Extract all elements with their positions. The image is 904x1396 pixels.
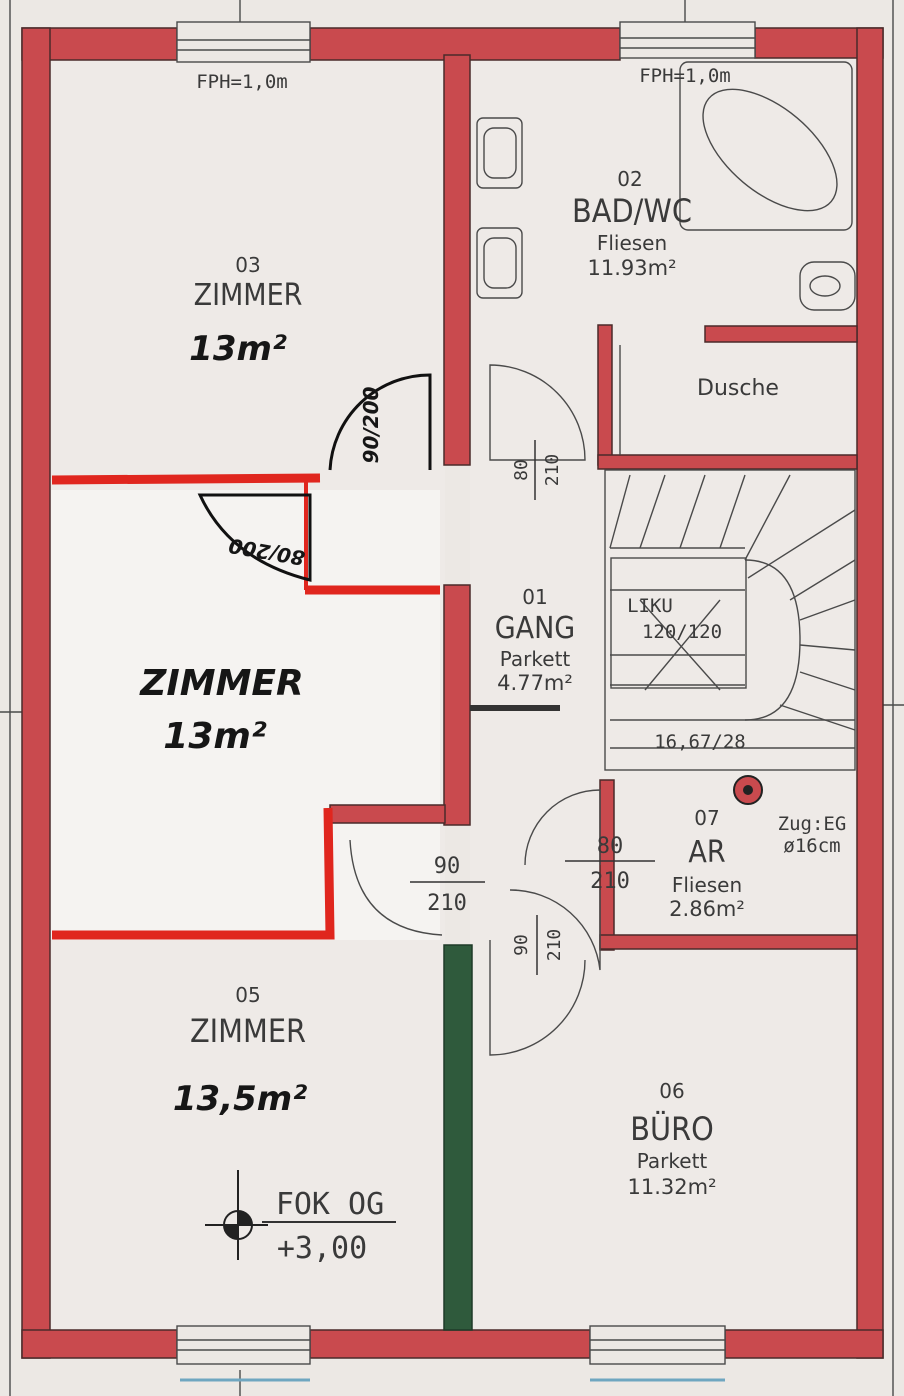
- interior-walls: [329, 54, 858, 1331]
- room-name: GANG: [495, 611, 575, 646]
- room-floor: Parkett: [500, 647, 571, 671]
- stair-ratio: 16,67/28: [654, 731, 746, 753]
- room-number: 03: [235, 253, 260, 277]
- door-buero: 90 210: [511, 915, 565, 975]
- door-height: 210: [544, 929, 565, 962]
- door-zimmer-05: 90 210: [410, 854, 485, 916]
- room-area-handwritten: 13,5m²: [173, 1079, 307, 1119]
- flue-size: ø16cm: [783, 835, 840, 857]
- paper-patch: [50, 490, 440, 940]
- room-number: 02: [617, 167, 642, 191]
- door-swing-handdrawn: [197, 493, 312, 582]
- fph-label-left: FPH=1,0m: [196, 71, 288, 93]
- room-area: 2.86m²: [669, 897, 745, 921]
- room-name: ZIMMER: [194, 278, 303, 313]
- room-name: BAD/WC: [572, 192, 692, 230]
- room-number: 06: [659, 1079, 684, 1103]
- windows: [176, 21, 756, 1365]
- room-area: 4.77m²: [497, 671, 573, 695]
- door-gang-top: 80 210: [511, 440, 563, 500]
- door-swing-handdrawn: [328, 373, 432, 471]
- stair-opening-size: 120/120: [642, 621, 722, 643]
- room-number: 01: [522, 585, 547, 609]
- room-name: AR: [688, 835, 725, 870]
- door-width: 80: [597, 834, 624, 859]
- door-width: 80: [511, 459, 532, 481]
- room-area-handwritten: 13m²: [163, 716, 267, 757]
- room-area: 11.93m²: [588, 256, 677, 280]
- outer-walls: [21, 27, 884, 1359]
- room-area: 11.32m²: [628, 1175, 717, 1199]
- door-height: 210: [542, 454, 563, 487]
- room-name: BÜRO: [630, 1110, 713, 1148]
- stair-opening-label: LIKU: [627, 595, 673, 617]
- room-area-handwritten: 13m²: [189, 329, 287, 369]
- level-value: +3,00: [277, 1231, 367, 1266]
- door-height: 210: [427, 891, 467, 916]
- door-ar: 80 210: [565, 834, 655, 894]
- toilet: [799, 261, 856, 311]
- staircase: [604, 469, 856, 771]
- room-name: ZIMMER: [190, 1012, 306, 1050]
- level-label: FOK OG: [276, 1187, 384, 1222]
- wash-basins: [476, 117, 523, 299]
- door-width: 90: [511, 934, 532, 956]
- room-floor: Fliesen: [597, 231, 667, 255]
- door-size-handwritten: 90/200: [359, 386, 383, 463]
- door-height: 210: [590, 869, 630, 894]
- handdrawn-wall-lines: [51, 473, 440, 940]
- room-name-handwritten: ZIMMER: [139, 663, 303, 704]
- flue-core: [743, 785, 753, 795]
- level-marker-icon: [205, 1170, 268, 1260]
- shower-label: Dusche: [697, 376, 779, 401]
- door-swings: [349, 364, 601, 1056]
- bathtub: [679, 61, 853, 231]
- green-wall: [443, 944, 473, 1331]
- room-floor: Fliesen: [672, 873, 742, 897]
- flue-label: Zug:EG: [778, 813, 847, 835]
- room-number: 07: [694, 806, 719, 830]
- room-floor: Parkett: [637, 1149, 708, 1173]
- room-number: 05: [235, 983, 260, 1007]
- fph-label-right: FPH=1,0m: [639, 65, 731, 87]
- door-width: 90: [434, 854, 461, 879]
